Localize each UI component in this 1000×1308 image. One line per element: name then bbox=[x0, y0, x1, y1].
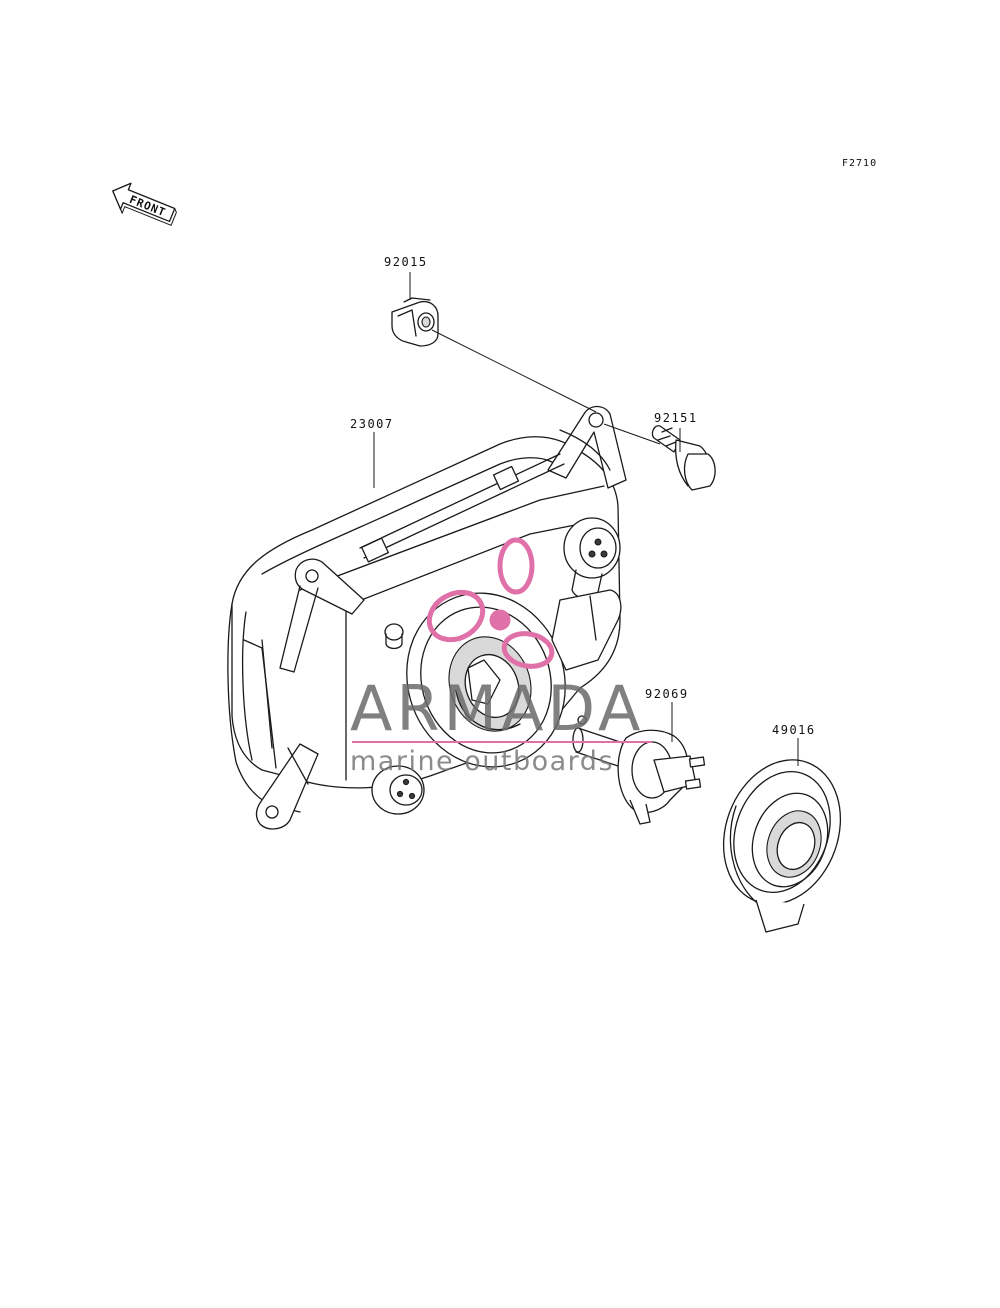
diagram-code: F2710 bbox=[842, 158, 877, 169]
front-arrow-icon: FRONT bbox=[112, 182, 177, 227]
part-label-23007: 23007 bbox=[350, 417, 394, 431]
part-label-92069: 92069 bbox=[645, 687, 689, 701]
headlight-assembly bbox=[227, 405, 627, 830]
watermark: ARMADA marine outboards bbox=[350, 537, 652, 777]
leader-lines bbox=[373, 272, 799, 766]
watermark-tagline: marine outboards bbox=[350, 746, 614, 777]
watermark-brand: ARMADA bbox=[350, 672, 644, 745]
armada-logo-icon bbox=[426, 537, 555, 669]
part-label-92151: 92151 bbox=[654, 411, 698, 425]
clip-nut bbox=[391, 297, 439, 347]
bulb bbox=[572, 715, 706, 825]
bolt bbox=[651, 425, 716, 491]
dust-cover bbox=[722, 759, 842, 933]
part-label-49016: 49016 bbox=[772, 723, 816, 737]
part-label-92015: 92015 bbox=[384, 255, 428, 269]
